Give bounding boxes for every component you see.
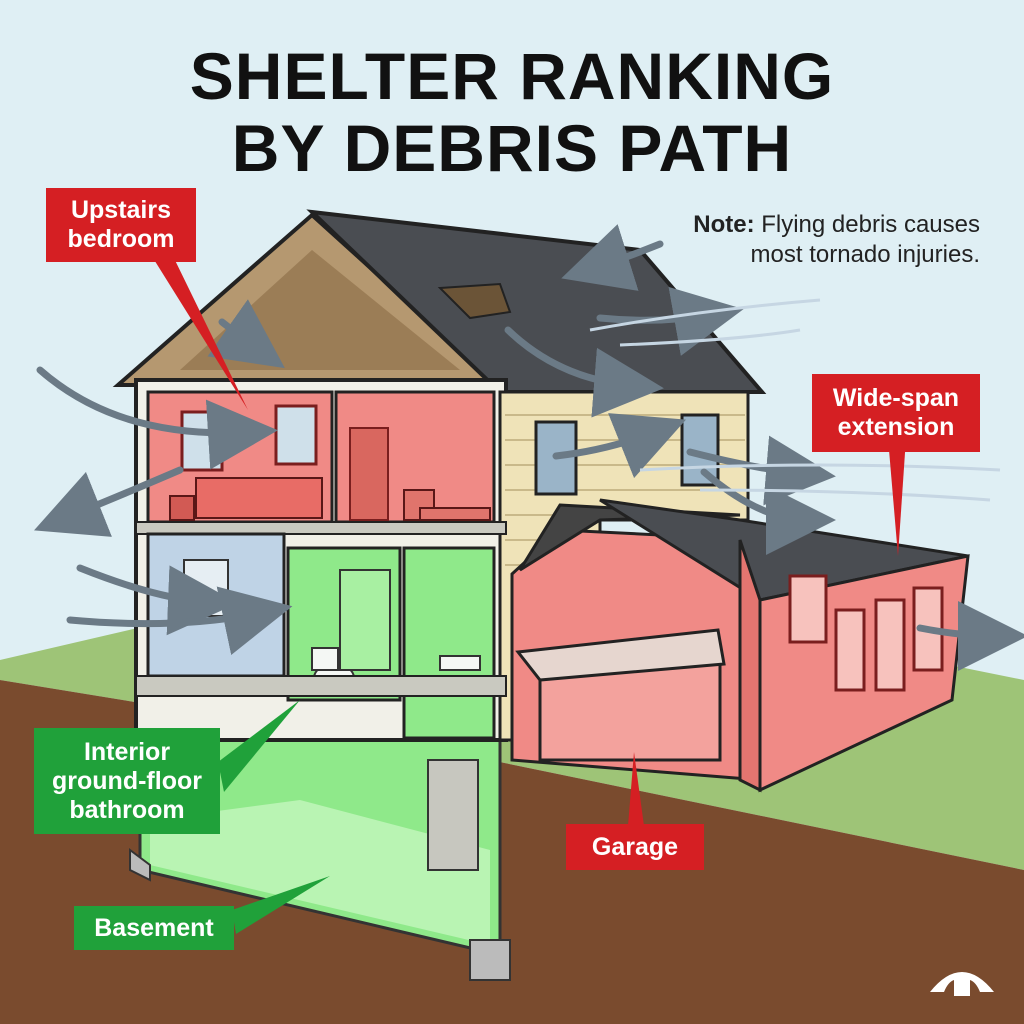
main-roof (306, 209, 767, 394)
garage-label-text: Garage (591, 832, 679, 861)
wide-span-extension (599, 498, 970, 793)
extension-pointer (888, 438, 906, 556)
debris-arrows (34, 224, 1024, 671)
garage-label: Garage (566, 824, 704, 870)
bathroom-pointer (218, 700, 300, 792)
basement-label-text: Basement (94, 913, 214, 942)
extension-label-line-2: extension (837, 413, 955, 441)
bathroom-label-line-3: bathroom (69, 795, 185, 824)
upstairs-label-line-1: Upstairs (70, 196, 172, 224)
brand-logo-icon (930, 972, 994, 996)
debris-note: Note: Flying debris causes most tornado … (640, 210, 980, 270)
extension-label-line-1: Wide-span (832, 384, 960, 412)
title-line-1: SHELTER RANKING (189, 39, 835, 113)
bathroom-label-line-2: ground-floor (52, 766, 202, 795)
main-title: SHELTER RANKING BY DEBRIS PATH (0, 40, 1024, 184)
interior-bathroom-label: Interior ground-floor bathroom (34, 728, 220, 834)
note-line-1: Flying debris causes (761, 211, 980, 238)
upstairs-bedroom-label: Upstairs bedroom (46, 188, 196, 262)
wide-span-extension-label: Wide-span extension (812, 374, 980, 452)
title-line-2: BY DEBRIS PATH (231, 111, 793, 185)
basement-label: Basement (74, 906, 234, 950)
note-bold: Note: (693, 211, 755, 238)
upstairs-label-line-2: bedroom (67, 225, 175, 253)
note-line-2: most tornado injuries. (750, 241, 980, 268)
garage-door (515, 628, 726, 682)
roof-hole (437, 282, 512, 320)
bed (195, 477, 323, 519)
garage-pointer (628, 752, 644, 826)
bathroom-label-line-1: Interior (83, 737, 171, 766)
upstairs-bedroom-pointer (148, 250, 248, 410)
basement-pointer (232, 876, 330, 934)
